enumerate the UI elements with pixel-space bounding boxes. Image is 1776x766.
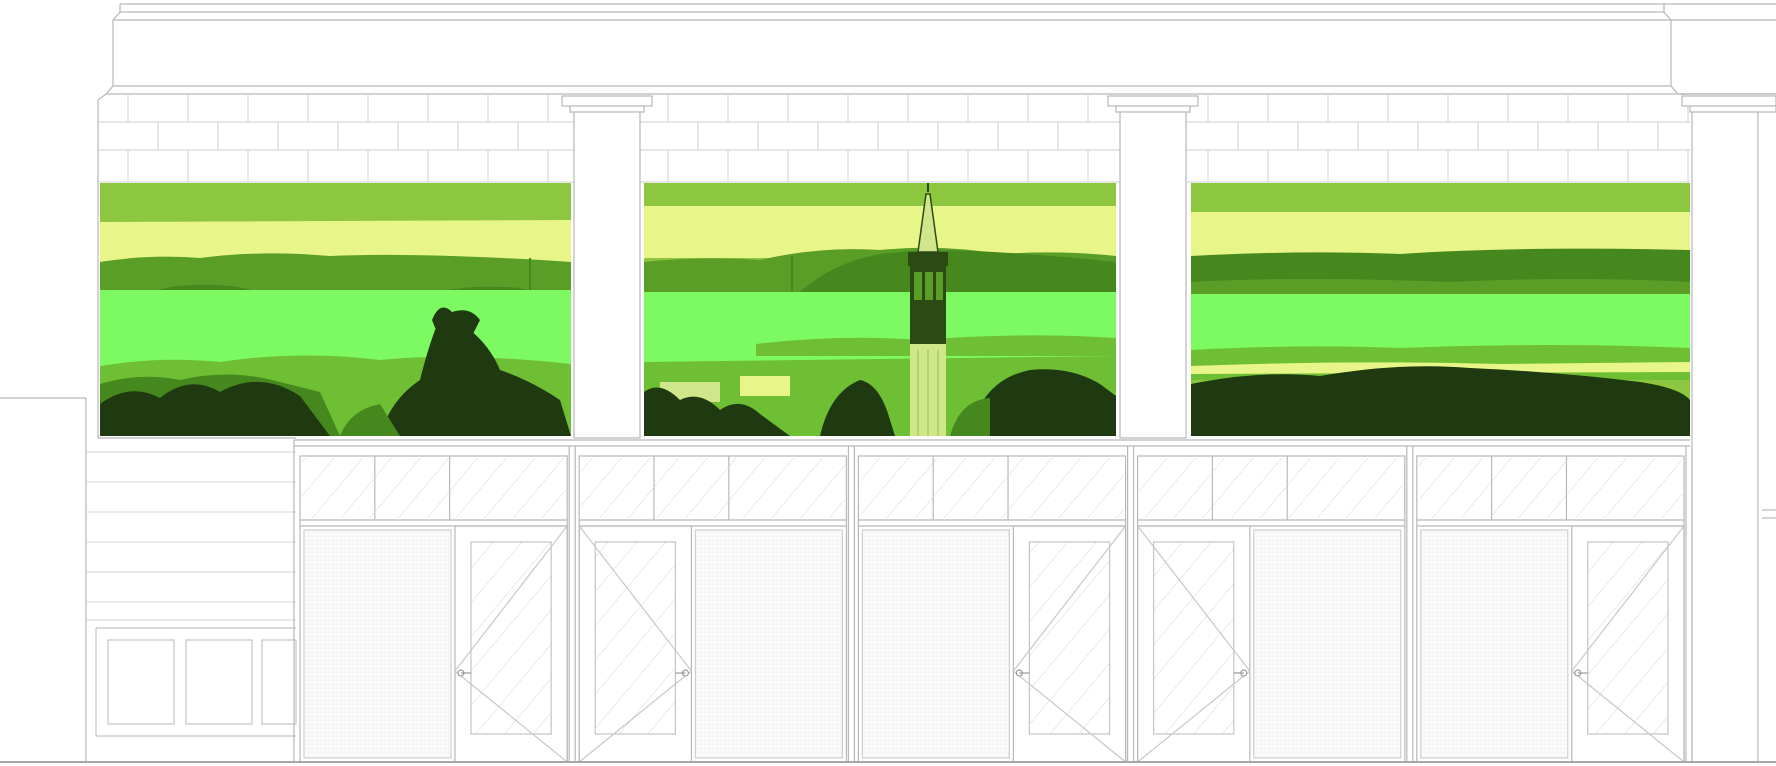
door-bay [299,446,576,763]
left-pier [0,180,1776,762]
cornice [97,3,1776,180]
left-pier-panels [95,627,297,737]
column-left [561,95,653,439]
storefront [293,439,1693,763]
mural-panel-center [644,183,1116,436]
mural-panel-right [1191,183,1690,436]
campanile-tower [908,183,948,436]
masonry-band [98,94,1690,183]
door-bay [578,446,856,763]
column-right [1681,95,1776,763]
door-bay [1416,446,1693,763]
mural-panel-left [100,183,571,436]
door-bay [857,446,1135,763]
door-bay [1136,446,1414,763]
column-center [1107,95,1199,439]
